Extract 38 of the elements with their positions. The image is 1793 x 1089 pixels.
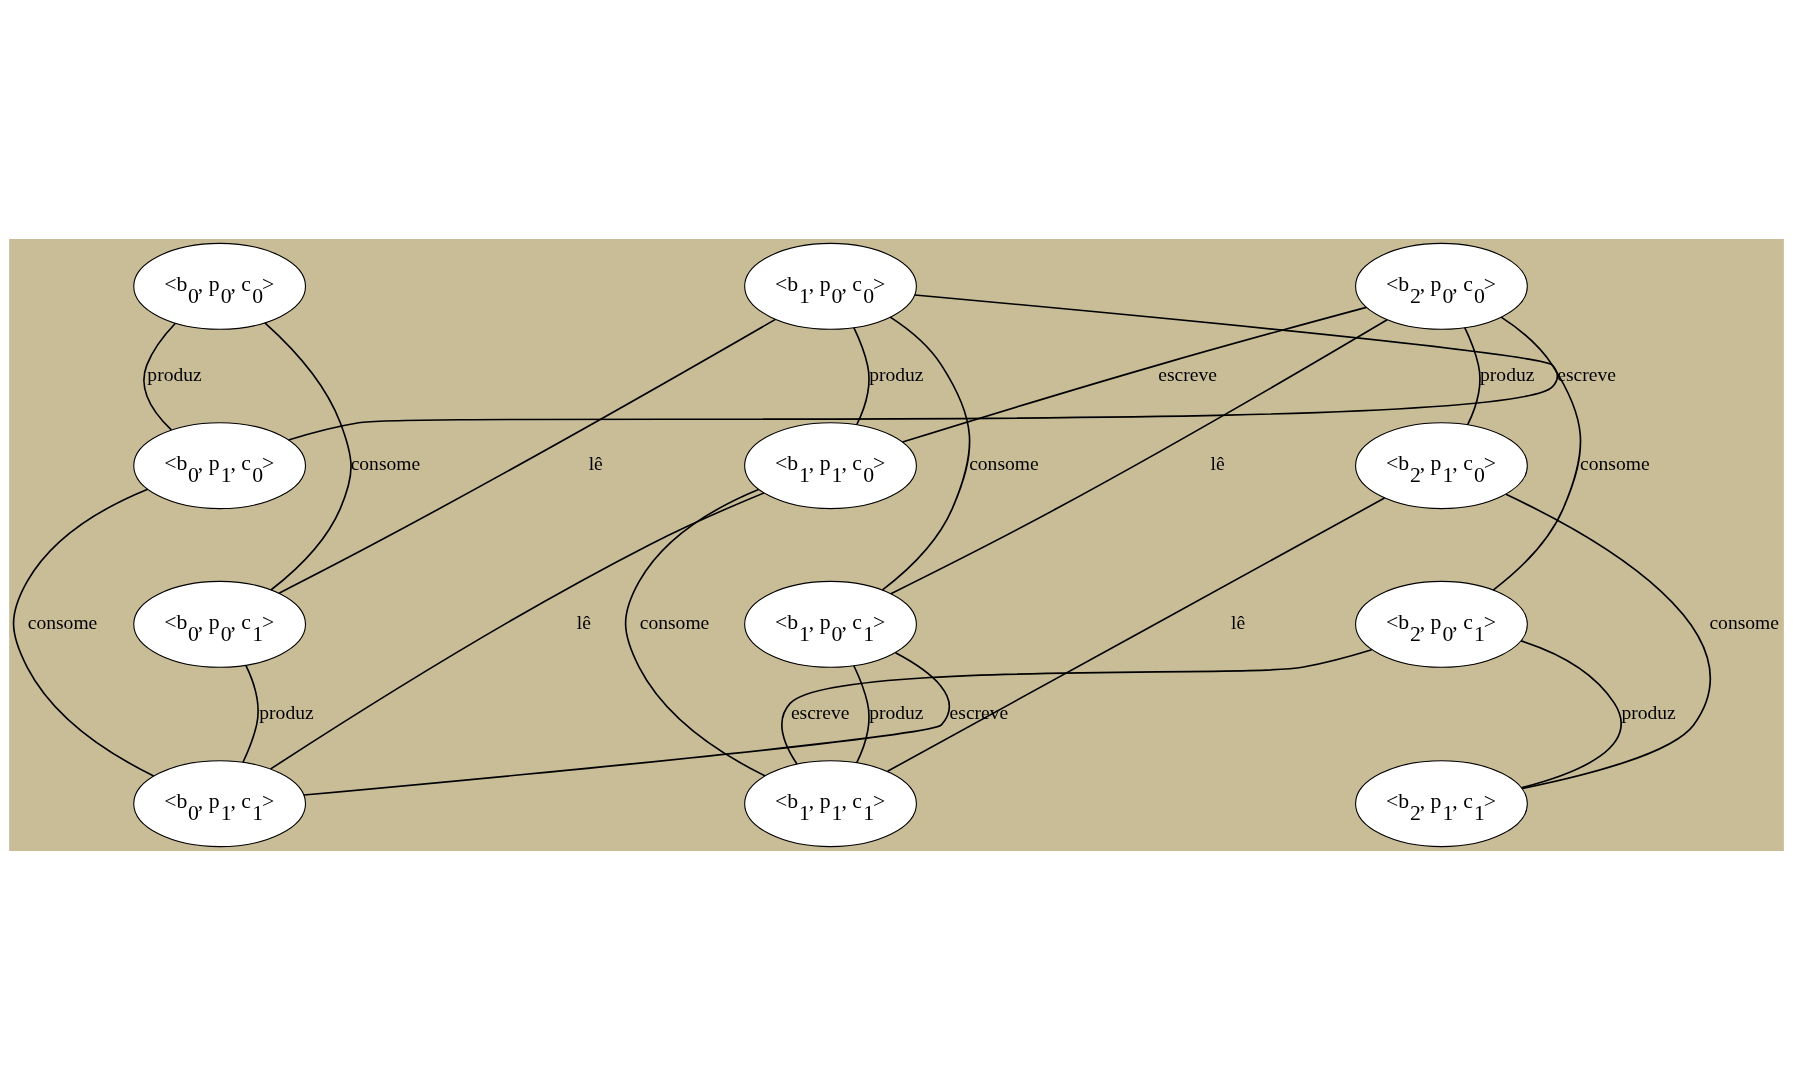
connector <box>1520 639 1622 789</box>
connector <box>269 491 765 770</box>
connector <box>1463 326 1481 425</box>
edge-label: escreve <box>1557 363 1616 385</box>
edge-label: produz <box>259 701 314 723</box>
connector <box>242 664 259 763</box>
connector <box>264 321 352 591</box>
connector <box>302 651 951 796</box>
connector <box>278 318 777 594</box>
connector <box>890 318 1388 594</box>
edge-label: consome <box>969 452 1039 474</box>
edge-label: escreve <box>1158 363 1217 385</box>
edge-label: produz <box>1621 701 1676 723</box>
connector <box>853 664 870 764</box>
edge-label: lê <box>1231 611 1246 633</box>
connector <box>1505 493 1711 789</box>
edge-label: consome <box>1709 611 1779 633</box>
connector <box>886 496 1386 772</box>
edge-label: produz <box>147 363 202 385</box>
edge-label: produz <box>869 363 924 385</box>
connector <box>901 306 1368 443</box>
edge-label: consome <box>1580 452 1650 474</box>
connector <box>143 322 176 431</box>
edge-label: lê <box>576 611 591 633</box>
edge-label: consome <box>639 611 710 633</box>
edge-label: lê <box>588 452 603 474</box>
connector <box>624 488 766 777</box>
edge-label: consome <box>27 611 98 633</box>
connector <box>1492 315 1582 591</box>
connector <box>781 648 1373 765</box>
edge-label: lê <box>1210 452 1225 474</box>
connector <box>853 326 870 425</box>
edge-label: escreve <box>790 701 850 723</box>
connector <box>12 487 155 777</box>
connector <box>287 293 1559 441</box>
edge-label: produz <box>869 701 924 723</box>
connector <box>881 315 971 591</box>
edge-label: produz <box>1480 363 1535 385</box>
